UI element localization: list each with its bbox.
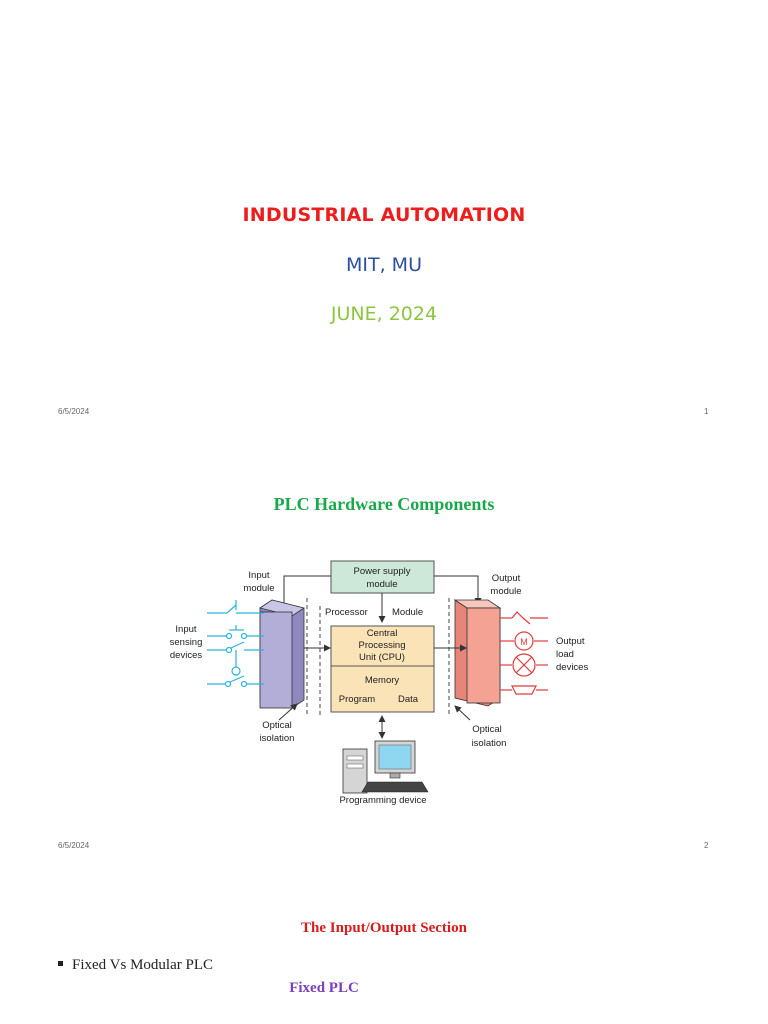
slide3-subheading: Fixed PLC xyxy=(289,980,359,996)
optical-isolation-left-1: Optical xyxy=(262,720,292,731)
slide3-title: The Input/Output Section xyxy=(301,920,467,936)
output-devices-label-1: Output xyxy=(556,636,585,647)
slide3-bullet-item: Fixed Vs Modular PLC xyxy=(58,957,213,974)
input-module-label-1: Input xyxy=(248,570,269,581)
slide2-page-number: 2 xyxy=(704,841,709,850)
input-sensing-devices xyxy=(207,600,264,688)
input-devices-label-1: Input xyxy=(175,624,196,635)
cpu-label-2: Processing xyxy=(359,640,406,651)
input-devices-label-2: sensing xyxy=(170,637,203,648)
cpu-memory-box xyxy=(330,625,435,713)
power-supply-label-2: module xyxy=(366,579,397,590)
program-label: Program xyxy=(339,694,376,705)
power-supply-box xyxy=(330,560,435,594)
optical-isolation-right-1: Optical xyxy=(472,724,502,735)
bullet-mark xyxy=(58,961,63,966)
motor-symbol: M xyxy=(520,637,528,647)
slide1-date: JUNE, 2024 xyxy=(330,303,438,325)
power-supply-label-1: Power supply xyxy=(353,566,410,577)
output-devices-label-2: load xyxy=(556,649,574,660)
optical-isolation-left-2: isolation xyxy=(260,733,295,744)
memory-label: Memory xyxy=(365,675,400,686)
output-load-devices xyxy=(500,611,548,695)
slide1-footer-date: 6/5/2024 xyxy=(58,407,90,416)
input-devices-label-3: devices xyxy=(170,650,202,661)
output-module-label-2: module xyxy=(490,586,521,597)
optical-isolation-right-2: isolation xyxy=(472,738,507,749)
slide3-bullet-text: Fixed Vs Modular PLC xyxy=(72,957,213,973)
programming-device-label: Programming device xyxy=(339,795,426,806)
slide1-page-number: 1 xyxy=(704,407,709,416)
plc-hardware-diagram: Power supply module Input module Output … xyxy=(170,560,588,806)
slide1-subtitle: MIT, MU xyxy=(346,254,422,276)
data-label: Data xyxy=(398,694,419,705)
cpu-label-3: Unit (CPU) xyxy=(359,652,405,663)
slide1-title: INDUSTRIAL AUTOMATION xyxy=(242,204,526,226)
output-devices-label-3: devices xyxy=(556,662,588,673)
slide2-footer-date: 6/5/2024 xyxy=(58,841,90,850)
cpu-label-1: Central xyxy=(367,628,398,639)
processor-label: Processor xyxy=(325,607,368,618)
computer-icon xyxy=(342,740,429,794)
output-module-label-1: Output xyxy=(492,573,521,584)
module-label: Module xyxy=(392,607,423,618)
slide2-title: PLC Hardware Components xyxy=(273,494,495,514)
input-module-label-2: module xyxy=(243,583,274,594)
